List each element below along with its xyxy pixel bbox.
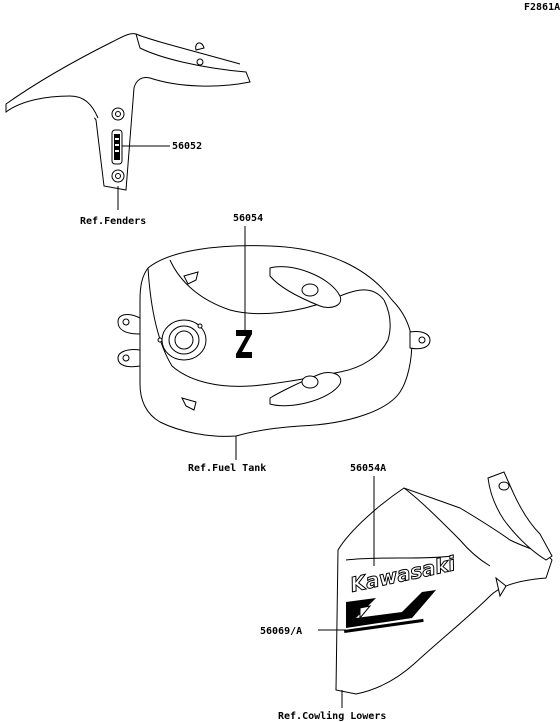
callout-56054A: 56054A bbox=[350, 463, 386, 474]
z-emblem bbox=[236, 330, 252, 358]
callout-56054: 56054 bbox=[233, 213, 263, 224]
front-fender bbox=[5, 33, 251, 210]
fuel-tank bbox=[117, 245, 431, 437]
z-graphic-decal bbox=[346, 590, 436, 628]
ref-fenders-label: Ref.Fenders bbox=[80, 216, 146, 227]
cowling: Kawasaki bbox=[335, 471, 553, 695]
ref-fuel-tank-label: Ref.Fuel Tank bbox=[188, 463, 266, 474]
callout-56052: 56052 bbox=[172, 141, 202, 152]
figure-code: F2861A bbox=[524, 2, 560, 13]
callout-56069A: 56069/A bbox=[260, 626, 302, 637]
ref-cowling-lowers-label: Ref.Cowling Lowers bbox=[278, 710, 386, 722]
